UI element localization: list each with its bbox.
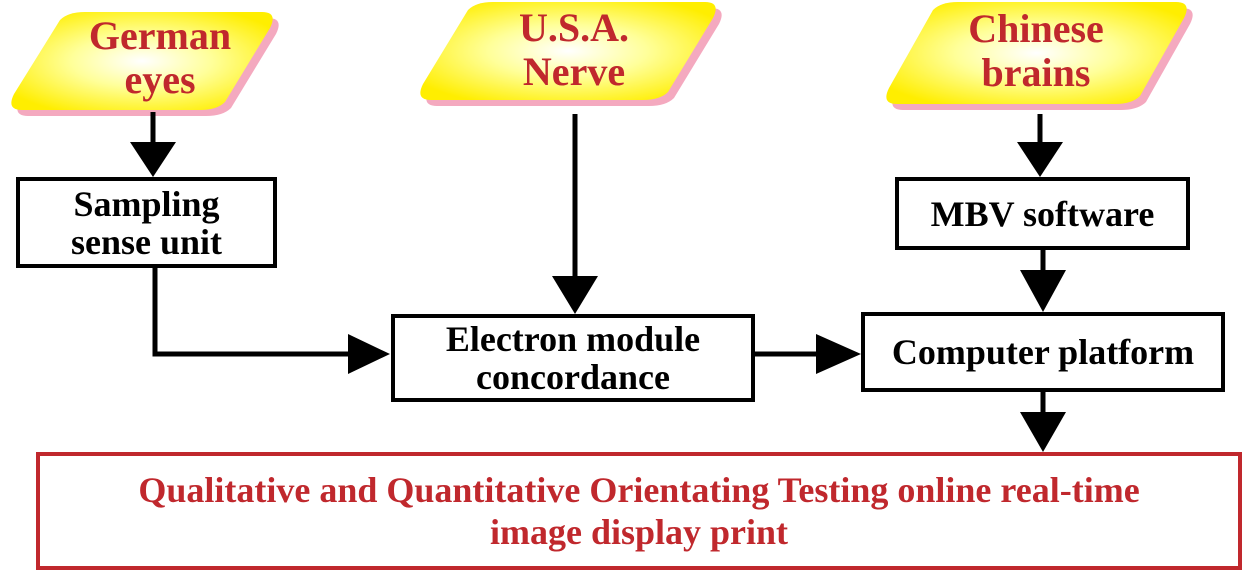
box-sampling-line1: Sampling (73, 183, 220, 224)
arrowhead-down-electron (552, 276, 598, 314)
input-german-eyes: German eyes (60, 10, 260, 106)
input-shape-german (11, 12, 279, 116)
output-line2: image display print (489, 512, 789, 552)
input-chinese-line2: brains (981, 50, 1091, 95)
arrowhead-down-computer (1020, 270, 1066, 312)
box-sampling-line2: sense unit (70, 221, 223, 262)
arrowhead-right-computer (816, 334, 861, 374)
box-electron-module-concordance: Electron module concordance (391, 314, 755, 402)
input-shape-chinese (886, 2, 1193, 110)
input-shape-usa (420, 2, 722, 106)
input-german-line2: eyes (124, 57, 196, 102)
input-usa-nerve: U.S.A. Nerve (474, 2, 674, 98)
connector-lines (150, 112, 1046, 416)
output-line1: Qualitative and Quantitative Orientating… (138, 470, 1140, 510)
line-sampling-to-electron (152, 268, 352, 357)
box-computer-platform: Computer platform (861, 312, 1225, 392)
box-sampling-sense-unit: Sampling sense unit (16, 177, 277, 268)
arrowhead-down-mbv (1017, 142, 1063, 177)
box-mbv-software: MBV software (895, 177, 1190, 250)
arrowhead-down-output (1020, 412, 1066, 452)
input-usa-line1: U.S.A. (518, 5, 630, 50)
input-german-line1: German (88, 13, 232, 58)
output-box: Qualitative and Quantitative Orientating… (36, 452, 1242, 570)
input-usa-line2: Nerve (522, 49, 626, 94)
arrowhead-down-sampling (130, 142, 176, 177)
input-chinese-line1: Chinese (968, 6, 1104, 51)
arrowheads (130, 142, 1066, 452)
arrowhead-right-electron (348, 334, 390, 374)
box-electron-line1: Electron module (445, 319, 701, 359)
box-computer-line1: Computer platform (891, 332, 1195, 372)
box-electron-line2: concordance (476, 357, 670, 397)
box-mbv-line1: MBV software (930, 193, 1155, 234)
input-chinese-brains: Chinese brains (936, 2, 1136, 100)
